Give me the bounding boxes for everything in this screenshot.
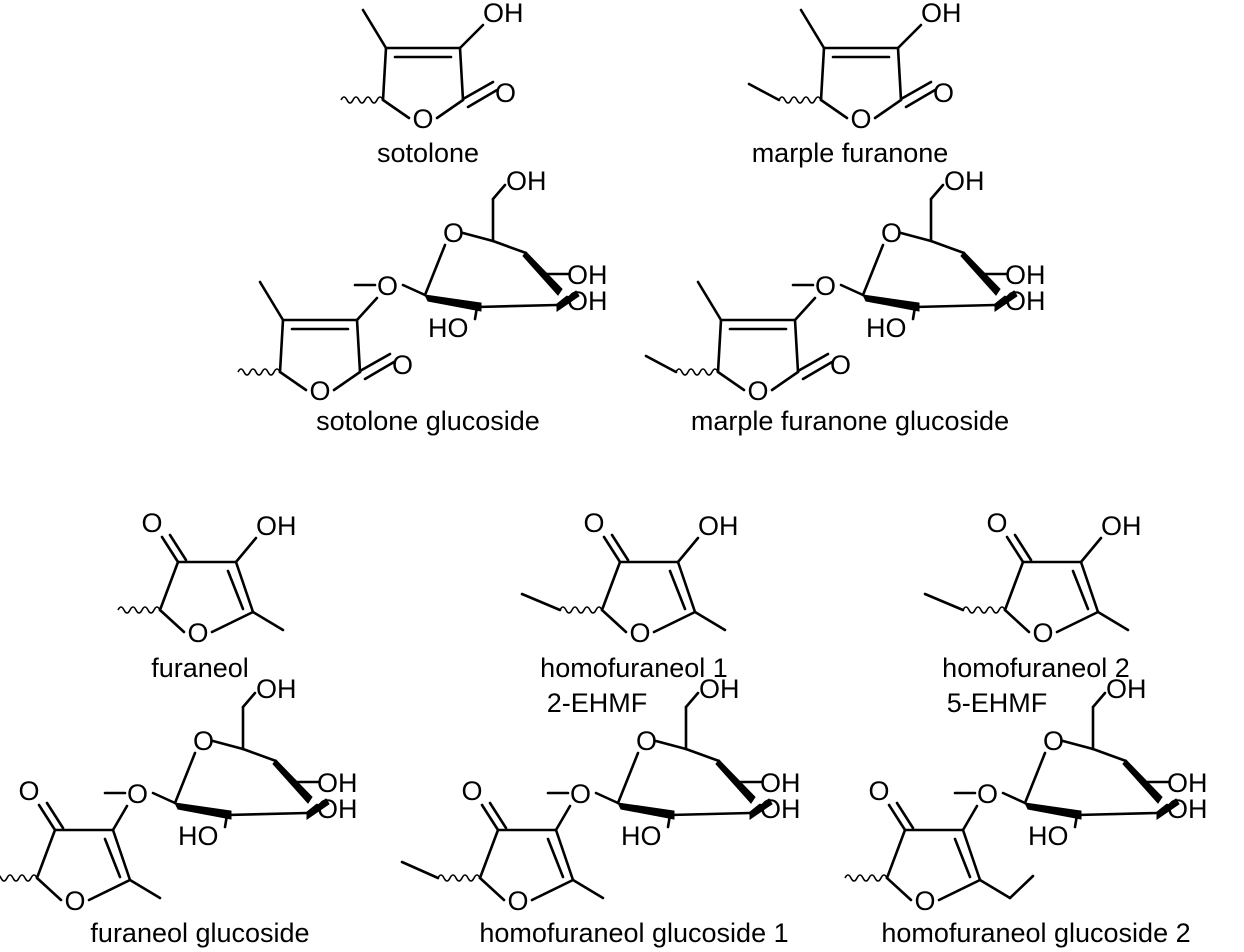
oh-label: OH [921, 0, 962, 28]
homofuraneol-2-structure: OH [923, 506, 1142, 650]
label-2-ehmf: 2-EHMF [547, 688, 648, 718]
label-marple-furanone: marple furanone [752, 138, 949, 168]
label-homofuraneol-glucoside-1: homofuraneol glucoside 1 [479, 918, 788, 948]
label-sotolone: sotolone [377, 138, 479, 168]
homofuraneol-glucoside-1-structure [400, 672, 802, 918]
oh-label: OH [483, 0, 524, 28]
sotolone-glucoside-structure [236, 164, 609, 408]
furaneol-glucoside-structure [0, 672, 359, 918]
marple-furanone-structure: OH [747, 0, 962, 136]
homofuraneol-1-structure: OH [520, 506, 739, 650]
label-homofuraneol-2: homofuraneol 2 [942, 653, 1130, 683]
homofuraneol-glucoside-2-structure [843, 672, 1209, 918]
oh-label: OH [698, 511, 739, 541]
label-furaneol: furaneol [151, 653, 249, 683]
label-homofuraneol-glucoside-2: homofuraneol glucoside 2 [881, 918, 1190, 948]
marple-furanone-glucoside-structure [644, 164, 1047, 408]
label-sotolone-glucoside: sotolone glucoside [316, 406, 540, 436]
label-5-ehmf: 5-EHMF [947, 688, 1048, 718]
sotolone-structure: OH [339, 0, 524, 136]
label-marple-furanone-glucoside: marple furanone glucoside [691, 406, 1009, 436]
oh-label: OH [256, 511, 297, 541]
label-furaneol-glucoside: furaneol glucoside [90, 918, 309, 948]
label-homofuraneol-1: homofuraneol 1 [540, 653, 728, 683]
oh-label: OH [1101, 511, 1142, 541]
furaneol-structure: OH [116, 506, 297, 650]
